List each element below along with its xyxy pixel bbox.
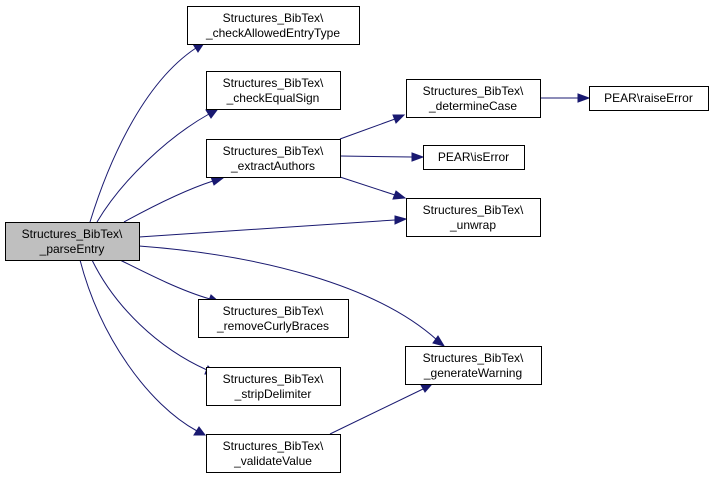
- arrowhead: [411, 152, 425, 162]
- node-box: [206, 139, 341, 178]
- arrowhead: [392, 190, 407, 200]
- node-raiseError[interactable]: PEAR\raiseError: [589, 86, 709, 111]
- node-label-line1: Structures_BibTex\: [423, 203, 524, 217]
- node-label-line1: Structures_BibTex\: [423, 351, 524, 365]
- node-box: [198, 299, 349, 338]
- node-isError[interactable]: PEAR\isError: [423, 145, 525, 170]
- node-label-line1: Structures_BibTex\: [423, 84, 524, 98]
- node-label-line1: Structures_BibTex\: [223, 76, 324, 90]
- node-label-line2: _unwrap: [449, 218, 496, 232]
- node-box: [423, 145, 525, 170]
- node-label-line1: Structures_BibTex\: [223, 304, 324, 318]
- edge-line: [89, 47, 197, 223]
- arrowhead: [210, 176, 225, 186]
- node-label: PEAR\raiseError: [604, 91, 693, 105]
- edge-line: [123, 180, 214, 223]
- edge-extractAuthors-to-isError: [339, 152, 425, 162]
- node-label-line1: Structures_BibTex\: [223, 372, 324, 386]
- arrowhead: [577, 93, 591, 103]
- node-box: [206, 434, 341, 473]
- node-validateValue[interactable]: Structures_BibTex\_validateValue: [206, 434, 341, 473]
- node-label-line2: _extractAuthors: [230, 159, 315, 173]
- edge-line: [329, 388, 424, 435]
- edge-validateValue-to-generateWarning: [329, 383, 434, 435]
- node-unwrap[interactable]: Structures_BibTex\_unwrap: [406, 198, 541, 237]
- edge-line: [79, 259, 198, 432]
- edge-determineCase-to-raiseError: [540, 93, 591, 103]
- edge-parseEntry-to-unwrap: [138, 215, 408, 238]
- node-label-line1: Structures_BibTex\: [223, 11, 324, 25]
- node-parseEntry[interactable]: Structures_BibTex\_parseEntry: [5, 222, 140, 261]
- node-checkEqualSign[interactable]: Structures_BibTex\_checkEqualSign: [206, 71, 341, 110]
- node-box: [405, 346, 542, 385]
- node-label-line2: _checkAllowedEntryType: [205, 26, 340, 40]
- node-label-line1: Structures_BibTex\: [223, 144, 324, 158]
- edge-parseEntry-to-extractAuthors: [123, 176, 225, 223]
- edge-parseEntry-to-generateWarning: [138, 245, 446, 347]
- edge-line: [339, 118, 396, 140]
- arrowhead: [394, 215, 408, 225]
- edge-extractAuthors-to-determineCase: [339, 114, 406, 140]
- node-box: [5, 222, 140, 261]
- edge-line: [339, 155, 413, 158]
- node-box: [406, 79, 541, 118]
- node-label-line2: _checkEqualSign: [226, 91, 320, 105]
- node-box: [187, 6, 360, 45]
- node-box: [406, 198, 541, 237]
- node-stripDelimiter[interactable]: Structures_BibTex\_stripDelimiter: [206, 367, 341, 406]
- edge-parseEntry-to-validateValue: [79, 259, 206, 436]
- node-removeCurlyBraces[interactable]: Structures_BibTex\_removeCurlyBraces: [198, 299, 349, 338]
- node-label-line2: _generateWarning: [423, 366, 522, 380]
- node-label-line2: _determineCase: [428, 99, 517, 113]
- arrowhead: [205, 109, 218, 119]
- edge-line: [339, 176, 396, 196]
- node-extractAuthors[interactable]: Structures_BibTex\_extractAuthors: [206, 139, 341, 178]
- node-label-line2: _removeCurlyBraces: [216, 319, 329, 333]
- node-box: [206, 367, 341, 406]
- arrowhead: [420, 383, 434, 393]
- edge-line: [96, 113, 210, 223]
- edge-line: [91, 259, 208, 371]
- nodes-layer: Structures_BibTex\_parseEntryStructures_…: [5, 6, 709, 473]
- node-label-line1: Structures_BibTex\: [22, 227, 123, 241]
- edge-extractAuthors-to-unwrap: [339, 176, 407, 200]
- node-checkAllowedEntryType[interactable]: Structures_BibTex\_checkAllowedEntryType: [187, 6, 360, 45]
- edge-parseEntry-to-checkAllowedEntryType: [89, 42, 205, 223]
- edge-parseEntry-to-removeCurlyBraces: [119, 259, 221, 304]
- node-label-line2: _parseEntry: [39, 242, 105, 256]
- node-generateWarning[interactable]: Structures_BibTex\_generateWarning: [405, 346, 542, 385]
- arrowhead: [432, 335, 446, 347]
- node-box: [589, 86, 709, 111]
- edge-line: [138, 219, 396, 238]
- edge-line: [119, 259, 211, 300]
- edges-layer: [79, 42, 591, 436]
- node-label-line1: Structures_BibTex\: [223, 439, 324, 453]
- arrowhead: [392, 114, 406, 124]
- arrowhead: [193, 426, 206, 436]
- node-label-line2: _validateValue: [233, 454, 312, 468]
- node-label: PEAR\isError: [438, 150, 509, 164]
- edge-line: [138, 245, 438, 341]
- node-box: [206, 71, 341, 110]
- node-determineCase[interactable]: Structures_BibTex\_determineCase: [406, 79, 541, 118]
- node-label-line2: _stripDelimiter: [234, 387, 312, 401]
